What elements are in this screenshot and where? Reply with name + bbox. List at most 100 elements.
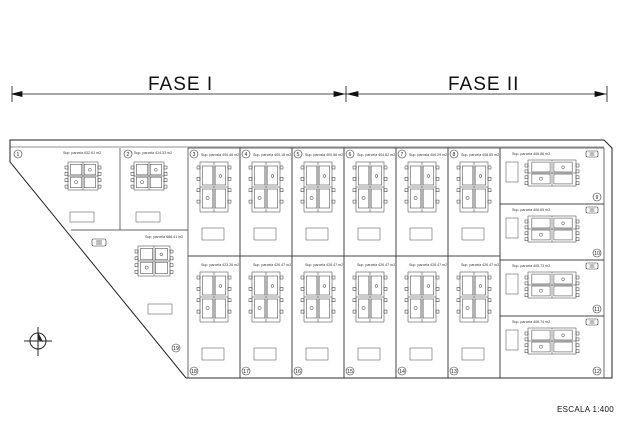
phase-1-label: FASE I — [148, 74, 214, 95]
plot-area-label: Sup. parcela 408.65 m2 — [461, 153, 499, 157]
plot-area-label: Sup. parcela 406.74 m2 — [512, 320, 550, 324]
pool — [409, 227, 433, 241]
plot-number-text: 17 — [243, 369, 249, 375]
plot-number-text: 3 — [193, 152, 196, 158]
house-footprint — [524, 327, 580, 355]
plot-number-text: 11 — [594, 307, 599, 313]
plot-area-label: Sup. parcela 426.47 m2 — [461, 263, 499, 267]
pool — [505, 217, 519, 239]
car-icon — [91, 238, 107, 247]
plot-number: 13 — [449, 366, 459, 376]
pool — [305, 347, 329, 361]
house-footprint — [64, 161, 102, 191]
plot-number: 7 — [397, 149, 407, 159]
plot-area-label: Sup. parcela 426.47 m2 — [357, 263, 395, 267]
pool — [357, 227, 381, 241]
plot-number: 8 — [449, 149, 459, 159]
car-icon — [585, 206, 599, 214]
pool — [505, 161, 519, 183]
plot-number: 18 — [189, 366, 199, 376]
pool — [253, 347, 277, 361]
plot-number: 16 — [293, 366, 303, 376]
plot-number-text: 10 — [594, 251, 600, 257]
plot-area-label: Sup. parcela 426.47 m2 — [305, 263, 343, 267]
plot-area-label: Sup. parcela 405.73 m2 — [512, 264, 550, 268]
plot-number-text: 19 — [173, 346, 179, 352]
scale-label: ESCALA 1:400 — [557, 405, 614, 414]
plot-number: 6 — [345, 149, 355, 159]
plot-area-label: Sup. parcela 632.61 m2 — [63, 151, 101, 155]
plot-number: 15 — [345, 366, 355, 376]
plot-number-text: 18 — [191, 369, 197, 375]
plot-area-label: Sup. parcela 404.82 m2 — [357, 153, 395, 157]
plot-number: 5 — [293, 149, 303, 159]
house-footprint — [130, 161, 168, 191]
plot-area-label: Sup. parcela 406.69 m2 — [512, 208, 550, 212]
plot-number-text: 8 — [453, 152, 456, 158]
plot-area-label: Sup. parcela 414.33 m2 — [134, 151, 172, 155]
house-footprint — [404, 161, 440, 213]
pool — [505, 329, 519, 351]
pool — [305, 227, 329, 241]
pool — [253, 227, 277, 241]
plot-number: 11 — [592, 304, 602, 314]
house-footprint — [300, 271, 336, 323]
plot-number: 2 — [123, 149, 133, 159]
house-footprint — [196, 161, 232, 213]
plot-area-label: Sup. parcela 400.29 m2 — [409, 153, 447, 157]
house-footprint — [524, 271, 580, 299]
plot-number-text: 9 — [596, 195, 599, 201]
plot-number: 19 — [171, 343, 181, 353]
plot-number: 14 — [397, 366, 407, 376]
plot-layer: 3 Sup. parcela 400.48 m2 4 Sup. parcela 400… — [13, 147, 605, 379]
pool — [409, 347, 433, 361]
plot-number-text: 6 — [349, 152, 352, 158]
house-footprint — [300, 161, 336, 213]
plot-number: 3 — [189, 149, 199, 159]
house-footprint — [196, 271, 232, 323]
pool — [505, 273, 519, 295]
plot-area-label: Sup. parcela 423.26 m2 — [201, 263, 239, 267]
pool — [461, 347, 485, 361]
plot-number: 17 — [241, 366, 251, 376]
pool — [201, 347, 225, 361]
pool — [357, 347, 381, 361]
pool — [461, 227, 485, 241]
house-footprint — [524, 215, 580, 243]
plot-area-label: Sup. parcela 400.48 m2 — [201, 153, 239, 157]
plot-area-label: Sup. parcela 688.41 m2 — [145, 235, 183, 239]
plot-number-text: 13 — [451, 369, 457, 375]
plot-number-text: 12 — [594, 369, 600, 375]
plot-number-text: 5 — [297, 152, 300, 158]
plot-area-label: Sup. parcela 400.18 m2 — [253, 153, 291, 157]
phase-dimension-lines — [11, 86, 608, 102]
plot-number: 9 — [592, 192, 602, 202]
plot-area-label: Sup. parcela 400.58 m2 — [305, 153, 343, 157]
house-footprint — [404, 271, 440, 323]
house-footprint — [456, 161, 492, 213]
north-arrow — [24, 327, 52, 356]
phase-2-label: FASE II — [448, 74, 520, 95]
plot-number-text: 7 — [401, 152, 404, 158]
house-footprint — [456, 271, 492, 323]
plot-number-text: 2 — [127, 152, 130, 158]
house-footprint — [524, 159, 580, 187]
plot-number-text: 1 — [17, 152, 20, 158]
plot-number: 12 — [592, 366, 602, 376]
car-icon — [585, 262, 599, 270]
plot-area-label: Sup. parcela 426.47 m2 — [409, 263, 447, 267]
plot-number-text: 14 — [399, 369, 405, 375]
car-icon — [585, 318, 599, 326]
plot-number: 10 — [592, 248, 602, 258]
plot-number-text: 16 — [295, 369, 301, 375]
pool — [135, 211, 161, 223]
plot-number-text: 4 — [245, 152, 248, 158]
pool — [201, 227, 225, 241]
house-footprint — [248, 271, 284, 323]
house-footprint — [248, 161, 284, 213]
plot-area-label: Sup. parcela 406.86 m2 — [512, 152, 550, 156]
car-icon — [585, 150, 599, 158]
house-footprint — [352, 271, 388, 323]
house-footprint — [134, 245, 174, 277]
